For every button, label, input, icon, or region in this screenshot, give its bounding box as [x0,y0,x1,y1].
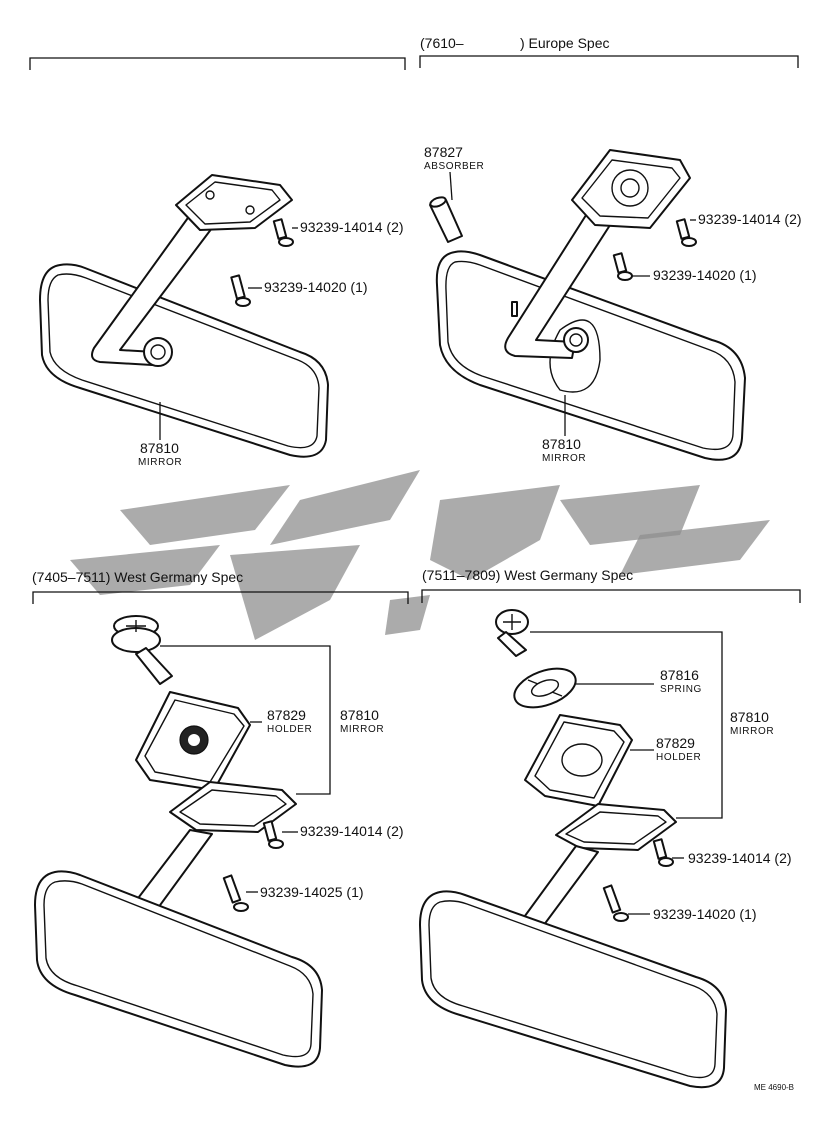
document-code: ME 4690-B [754,1083,794,1092]
part-number-mirror: 87810 [340,707,379,723]
part-number-mirror: 87810 [730,709,769,725]
part-number-screw-14014: 93239-14014 (2) [688,850,792,866]
part-name-absorber: ABSORBER [424,161,484,172]
bracket-top-left [29,57,406,70]
header-top-right-prefix: (7610– [420,35,464,51]
part-name-mirror: MIRROR [542,453,586,464]
part-number-holder: 87829 [656,735,695,751]
part-name-mirror: MIRROR [138,457,182,468]
header-bottom-right: (7511–7809) West Germany Spec [422,567,633,583]
part-number-screw-14020: 93239-14020 (1) [264,279,368,295]
screw-icon [602,884,629,922]
bolt-icon [495,609,529,657]
part-number-holder: 87829 [267,707,306,723]
part-name-holder: HOLDER [656,752,701,763]
header-bottom-left: (7405–7511) West Germany Spec [32,569,243,585]
bracket-bottom-left [32,591,409,604]
part-name-mirror: MIRROR [730,726,774,737]
part-number-screw-14020: 93239-14020 (1) [653,906,757,922]
screw-icon [262,820,284,849]
part-number-screw-14014: 93239-14014 (2) [300,823,404,839]
absorber-icon [429,196,463,243]
part-number-screw-14014: 93239-14014 (2) [300,219,404,235]
header-top-right-suffix: ) Europe Spec [520,35,610,51]
holder-icon [135,691,251,791]
part-number-mirror: 87810 [542,436,581,452]
bracket-top-right [419,55,799,68]
part-name-mirror: MIRROR [340,724,384,735]
screw-icon [612,252,633,281]
part-name-holder: HOLDER [267,724,312,735]
screw-icon [652,838,674,867]
screw-icon [675,218,697,247]
part-number-mirror: 87810 [140,440,179,456]
mirror-assembly-bottom-left [34,615,331,1068]
screw-icon [222,874,249,912]
spring-icon [513,667,577,709]
part-number-screw-14025: 93239-14025 (1) [260,884,364,900]
part-number-screw-14020: 93239-14020 (1) [653,267,757,283]
screw-icon [272,218,294,247]
part-name-spring: SPRING [660,684,702,695]
holder-icon [524,714,633,807]
bracket-bottom-right [421,589,801,603]
mirror-assembly-top-right [429,149,746,461]
bolt-icon [111,615,173,685]
part-number-screw-14014: 93239-14014 (2) [698,211,802,227]
part-number-absorber: 87827 [424,144,463,160]
part-number-spring: 87816 [660,667,699,683]
mirror-assembly-top-left [39,174,329,458]
screw-icon [230,274,251,307]
watermark-logo [70,470,770,640]
mirror-assembly-bottom-right [419,609,727,1089]
